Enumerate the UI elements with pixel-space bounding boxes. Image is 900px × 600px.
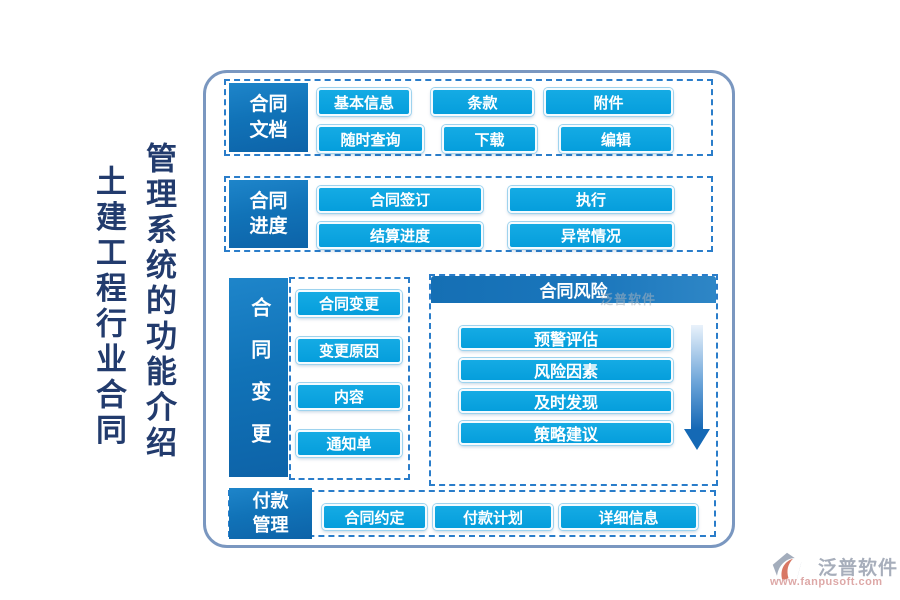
feature-button-contract-change: 合同变更	[296, 290, 402, 317]
section-label-payment-management: 付款管理	[229, 488, 312, 539]
feature-button-settlement-progress: 结算进度	[317, 222, 483, 249]
feature-button-content: 内容	[296, 383, 402, 410]
feature-button-contract-signing: 合同签订	[317, 186, 483, 213]
feature-button-contract-agreement: 合同约定	[322, 504, 427, 530]
down-arrow-icon	[684, 323, 710, 456]
feature-button-change-reason: 变更原因	[296, 337, 402, 364]
section-label-text: 合同文档	[249, 94, 288, 141]
fanpu-logo: 泛普软件 www.fanpusoft.com	[768, 550, 898, 592]
risk-item-strategy-advice: 策略建议	[459, 421, 673, 445]
logo-company-name: 泛普软件	[818, 558, 899, 579]
feature-button-download: 下载	[442, 125, 537, 153]
vertical-title-line-1: 土建工程行业合同	[91, 165, 126, 449]
vertical-title-line-2: 管理系统的功能介绍	[141, 142, 176, 462]
feature-button-basic-info: 基本信息	[317, 88, 411, 116]
feature-button-payment-plan: 付款计划	[433, 504, 553, 530]
risk-panel-title: 合同风险	[539, 282, 608, 301]
feature-button-notice: 通知单	[296, 430, 402, 457]
feature-button-query-anytime: 随时查询	[317, 125, 424, 153]
feature-button-attachments: 附件	[544, 88, 673, 116]
risk-panel-header: 合同风险	[431, 276, 716, 303]
risk-item-warning-assessment: 预警评估	[459, 326, 673, 350]
section-label-text: 付款管理	[252, 490, 289, 535]
feature-button-abnormal-situation: 异常情况	[508, 222, 674, 249]
logo-website-url: www.fanpusoft.com	[770, 576, 883, 588]
section-label-text: 合同进度	[249, 190, 288, 237]
section-label-text: 合同变更	[247, 296, 270, 465]
section-label-contract-progress: 合同进度	[229, 180, 308, 248]
risk-item-risk-factors: 风险因素	[459, 358, 673, 382]
feature-button-edit: 编辑	[559, 125, 673, 153]
fanpu-logo-icon	[768, 552, 806, 587]
feature-button-detailed-info: 详细信息	[559, 504, 698, 530]
feature-button-execution: 执行	[508, 186, 674, 213]
feature-button-terms: 条款	[431, 88, 534, 116]
section-label-contract-documents: 合同文档	[229, 83, 308, 152]
section-label-contract-changes: 合同变更	[229, 278, 288, 477]
watermark-text: 泛普软件	[600, 292, 657, 307]
risk-item-timely-discovery: 及时发现	[459, 389, 673, 413]
